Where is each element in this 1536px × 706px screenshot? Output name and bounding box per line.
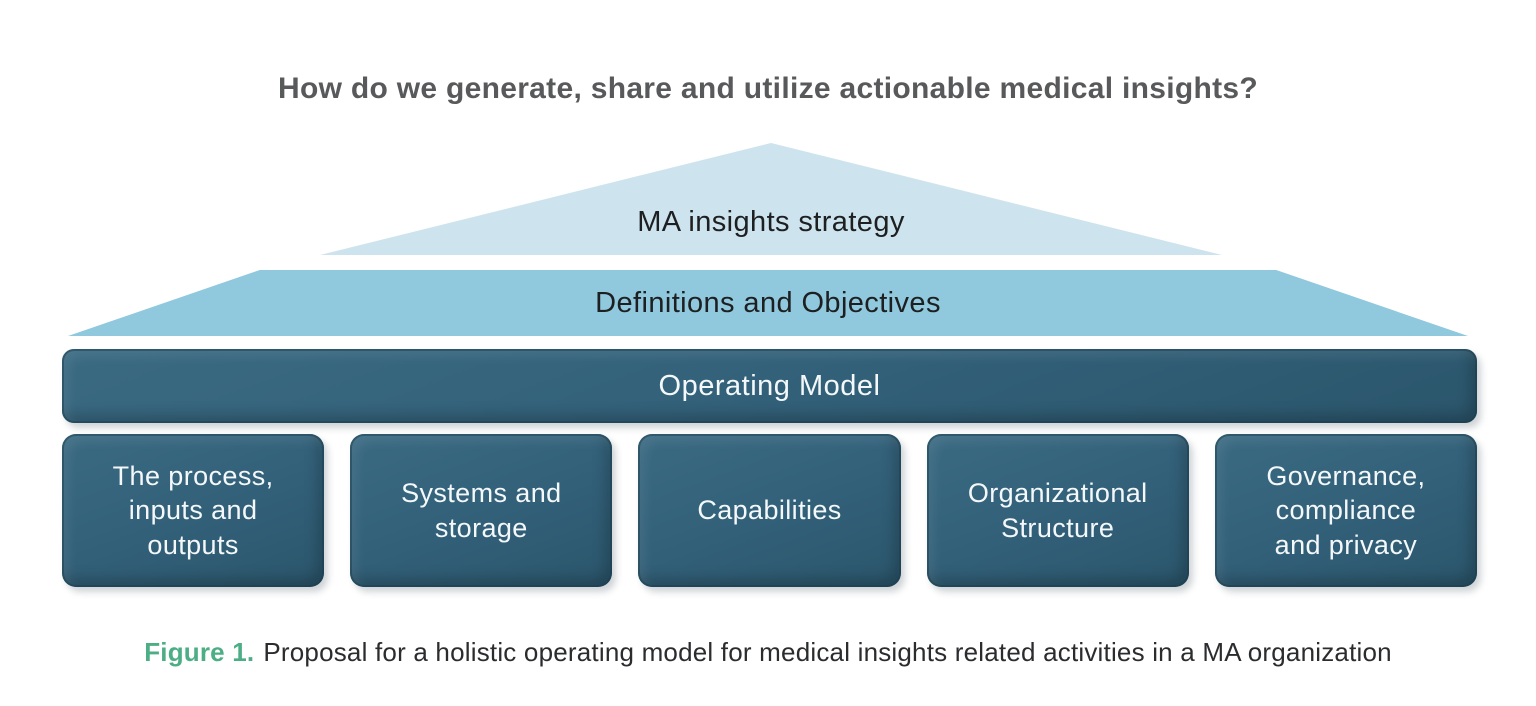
definitions-label: Definitions and Objectives xyxy=(595,286,941,319)
operating-model-label: Operating Model xyxy=(658,369,881,402)
pillar-capabilities-label: Capabilities xyxy=(697,495,842,526)
pillar-organizational-structure-label: Organizational Structure xyxy=(967,477,1148,543)
pyramid-top-triangle: MA insights strategy xyxy=(320,143,1222,255)
figure-caption-number: Figure 1. xyxy=(144,637,255,667)
pillar-governance: Governance, compliance and privacy xyxy=(1214,434,1478,587)
pillar-process: The process, inputs and outputs xyxy=(62,434,325,587)
figure-caption-text: Proposal for a holistic operating model … xyxy=(263,637,1392,667)
pillar-organizational-structure: Organizational Structure xyxy=(926,434,1189,587)
pillar-systems-storage-label: Systems and storage xyxy=(401,477,562,543)
pillar-row: The process, inputs and outputs Systems … xyxy=(62,434,1478,587)
figure-question-title: How do we generate, share and utilize ac… xyxy=(277,72,1259,105)
pillar-systems-storage: Systems and storage xyxy=(350,434,613,587)
pillar-capabilities: Capabilities xyxy=(638,434,901,587)
pillar-governance-label: Governance, compliance and privacy xyxy=(1266,460,1426,560)
pillar-process-label: The process, inputs and outputs xyxy=(112,460,274,560)
operating-model-bar: Operating Model xyxy=(62,349,1477,423)
strategy-label: MA insights strategy xyxy=(637,206,905,238)
pyramid-middle-trapezoid: Definitions and Objectives xyxy=(68,270,1468,336)
figure-caption: Figure 1. Proposal for a holistic operati… xyxy=(0,637,1536,668)
